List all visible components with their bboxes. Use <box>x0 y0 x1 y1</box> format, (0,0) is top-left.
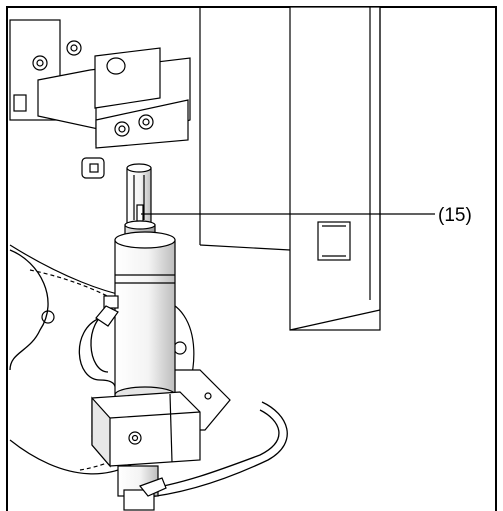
bolt-icon <box>41 310 55 324</box>
valve-block <box>91 391 201 511</box>
nut <box>81 157 105 179</box>
cylinder <box>114 220 176 404</box>
port-icon <box>128 431 142 445</box>
housing-slot <box>317 221 351 261</box>
elbow-fitting <box>95 295 119 327</box>
bolt-icon <box>32 55 48 71</box>
bolt-icon <box>66 40 82 56</box>
callout-15: (15) <box>141 205 472 226</box>
bolt-icon <box>138 114 154 130</box>
tube <box>126 163 152 229</box>
bolt-icon <box>114 121 130 137</box>
bracket-hole-icon <box>106 57 126 75</box>
clamp-bracket <box>37 47 191 149</box>
callout-label: (15) <box>438 205 472 226</box>
housing-panel <box>199 7 381 331</box>
bolt-icon <box>173 341 187 355</box>
left-panel <box>9 19 82 121</box>
